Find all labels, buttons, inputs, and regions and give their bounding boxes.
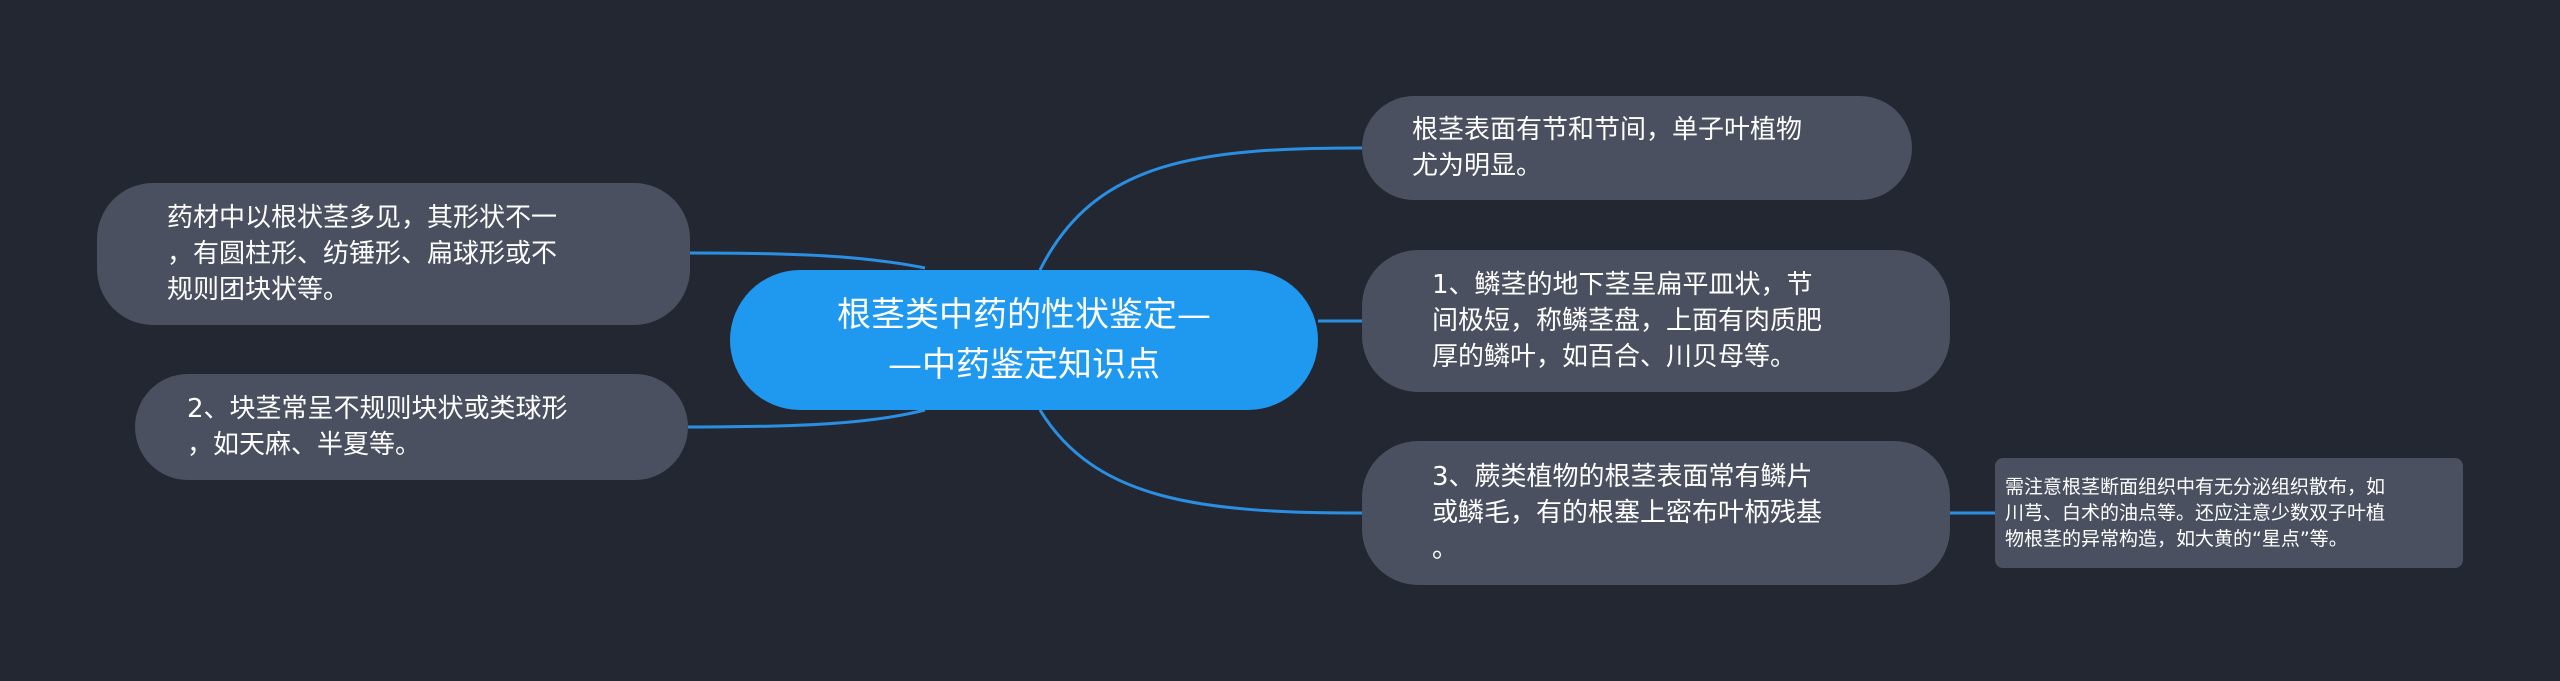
right-node-3[interactable]: 3、蕨类植物的根茎表面常有鳞片 或鳞毛，有的根塞上密布叶柄残基 。 — [1362, 441, 1950, 585]
left-node-2[interactable]: 2、块茎常呈不规则块状或类球形 ，如天麻、半夏等。 — [135, 374, 688, 480]
link-left-2 — [687, 408, 926, 429]
left-node-1[interactable]: 药材中以根状茎多见，其形状不一 ，有圆柱形、纺锤形、扁球形或不 规则团块状等。 — [97, 183, 690, 325]
root-topic-node[interactable]: 根茎类中药的性状鉴定— —中药鉴定知识点 — [730, 270, 1318, 410]
left-node-1-text: 药材中以根状茎多见，其形状不一 ，有圆柱形、纺锤形、扁球形或不 规则团块状等。 — [167, 203, 558, 305]
right-node-2-text: 1、鳞茎的地下茎呈扁平皿状，节 间极短，称鳞茎盘，上面有肉质肥 厚的鳞叶，如百合… — [1432, 270, 1823, 372]
right-node-2[interactable]: 1、鳞茎的地下茎呈扁平皿状，节 间极短，称鳞茎盘，上面有肉质肥 厚的鳞叶，如百合… — [1362, 250, 1950, 392]
left-node-2-text: 2、块茎常呈不规则块状或类球形 ，如天麻、半夏等。 — [187, 394, 568, 460]
root-topic-text: 根茎类中药的性状鉴定— —中药鉴定知识点 — [837, 295, 1211, 385]
right-node-3-text: 3、蕨类植物的根茎表面常有鳞片 或鳞毛，有的根塞上密布叶柄残基 。 — [1432, 462, 1823, 564]
right-node-1-text: 根茎表面有节和节间，单子叶植物 尤为明显。 — [1412, 115, 1803, 181]
note-node[interactable]: 需注意根茎断面组织中有无分泌组织散布，如 川芎、白术的油点等。还应注意少数双子叶… — [1995, 458, 2463, 568]
link-left-1 — [689, 251, 926, 270]
link-right-1 — [1038, 146, 1363, 271]
link-right-3 — [1038, 409, 1363, 515]
right-node-1[interactable]: 根茎表面有节和节间，单子叶植物 尤为明显。 — [1362, 96, 1912, 200]
note-node-text: 需注意根茎断面组织中有无分泌组织散布，如 川芎、白术的油点等。还应注意少数双子叶… — [2005, 476, 2386, 550]
